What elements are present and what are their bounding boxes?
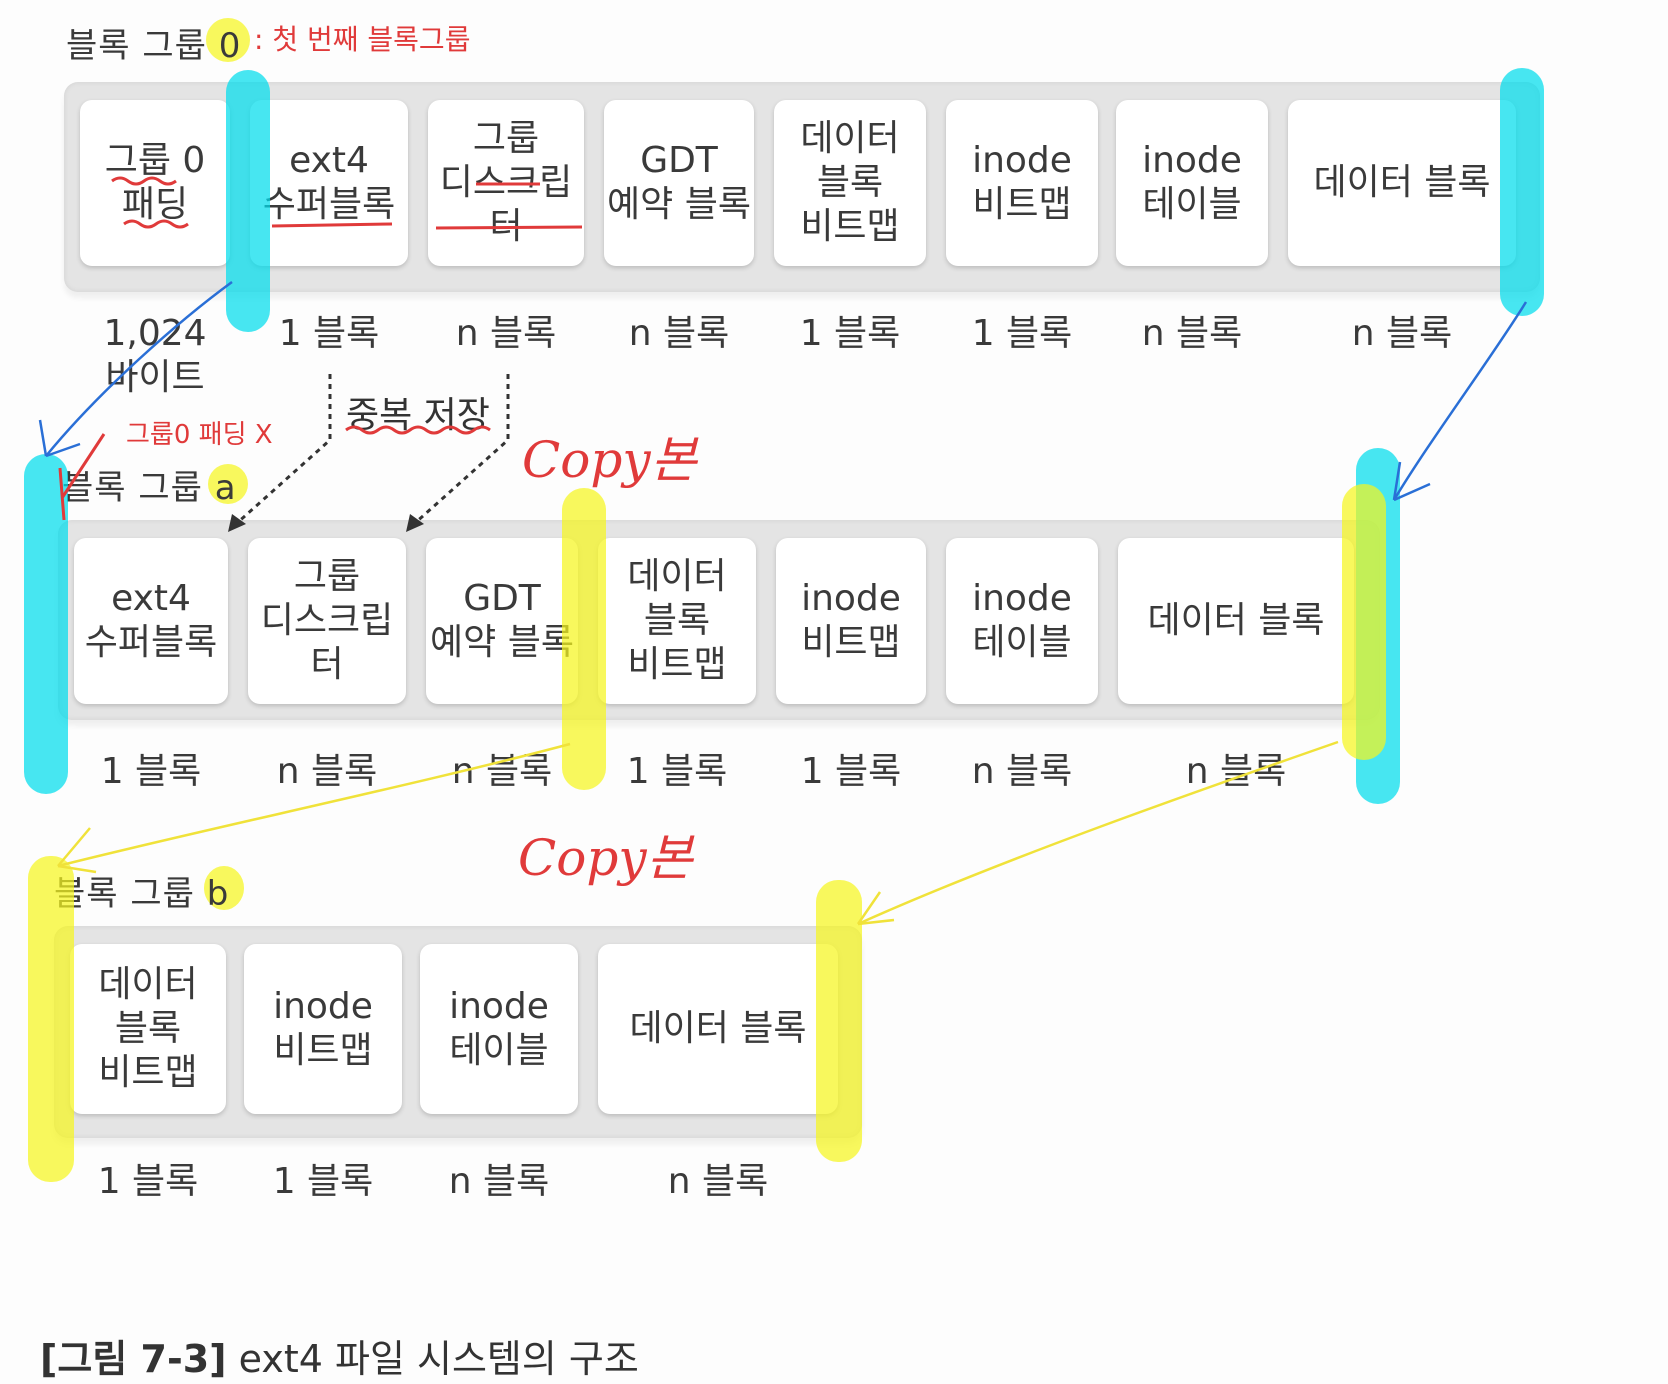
- groupa-block-superblock: ext4 수퍼블록: [74, 538, 228, 704]
- groupb-right-highlight: [816, 880, 862, 1162]
- groupa-size-data: n 블록: [1185, 751, 1287, 792]
- group0-number-highlight: [206, 18, 250, 62]
- group0-size-data: n 블록: [1351, 313, 1453, 354]
- group0-size-superblock: 1 블록: [278, 313, 380, 354]
- groupb-size-data-bitmap: 1 블록: [97, 1161, 199, 1202]
- group0-size-data-bitmap: 1 블록: [799, 313, 901, 354]
- groupb-size-inode-table: n 블록: [448, 1161, 550, 1202]
- groupb-left-highlight: [28, 856, 74, 1182]
- groupb-title-number: b: [206, 874, 230, 914]
- group0-block-inode-bitmap: inode 비트맵: [946, 100, 1098, 266]
- groupa-right-yellow-highlight: [1342, 484, 1386, 760]
- groupb-block-inode-table: inode 테이블: [420, 944, 578, 1114]
- groupa-block-gdt-reserved: GDT 예약 블록: [426, 538, 578, 704]
- groupb-block-data: 데이터 블록: [598, 944, 838, 1114]
- groupa-block-data: 데이터 블록: [1118, 538, 1354, 704]
- groupa-title-number: a: [214, 468, 237, 508]
- group0-size-group-descriptor: n 블록: [455, 313, 557, 354]
- groupa-size-data-bitmap: 1 블록: [626, 751, 728, 792]
- group0-block-data: 데이터 블록: [1288, 100, 1516, 266]
- group0-block-padding: 그룹 0 패딩: [80, 100, 230, 266]
- group0-size-inode-table: n 블록: [1141, 313, 1243, 354]
- groupa-size-gdt-reserved: n 블록: [451, 751, 553, 792]
- groupa-block-data-bitmap: 데이터 블록 비트맵: [598, 538, 756, 704]
- group0-block-gdt-reserved: GDT 예약 블록: [604, 100, 754, 266]
- first-group-note: : 첫 번째 블록그룹: [254, 23, 471, 56]
- group0-size-gdt-reserved: n 블록: [628, 313, 730, 354]
- group0-right-highlight: [1500, 68, 1544, 316]
- groupa-size-superblock: 1 블록: [100, 751, 202, 792]
- groupa-left-highlight: [24, 454, 68, 794]
- group0-block-inode-table: inode 테이블: [1116, 100, 1268, 266]
- groupb-block-inode-bitmap: inode 비트맵: [244, 944, 402, 1114]
- group0-block-superblock: ext4 수퍼블록: [250, 100, 408, 266]
- group0-block-data-bitmap: 데이터 블록 비트맵: [774, 100, 926, 266]
- groupa-size-group-descriptor: n 블록: [276, 751, 378, 792]
- groupa-size-inode-bitmap: 1 블록: [800, 751, 902, 792]
- group0-size-padding: 1,024 바이트: [103, 313, 207, 398]
- figure-number: [그림 7-3]: [40, 1337, 227, 1381]
- groupb-size-inode-bitmap: 1 블록: [272, 1161, 374, 1202]
- group0-block-group-descriptor: 그룹 디스크립터: [428, 100, 584, 266]
- no-padding-note: 그룹0 패딩 X: [126, 420, 273, 450]
- blue-arrow-left-head: [38, 419, 81, 458]
- yellow-arrow-right-head: [856, 891, 895, 926]
- groupa-mid-highlight: [562, 488, 606, 790]
- groupa-block-inode-table: inode 테이블: [946, 538, 1098, 704]
- figure-caption: [그림 7-3] ext4 파일 시스템의 구조: [40, 1328, 639, 1383]
- groupb-number-highlight: [204, 866, 244, 910]
- groupa-block-inode-bitmap: inode 비트맵: [776, 538, 926, 704]
- groupb-size-data: n 블록: [667, 1161, 769, 1202]
- groupa-title-prefix: 블록 그룹: [62, 468, 203, 508]
- groupb-block-data-bitmap: 데이터 블록 비트맵: [70, 944, 226, 1114]
- groupb-title: 블록 그룹 b: [54, 866, 229, 915]
- copy-note-b: Copy본: [518, 829, 693, 887]
- groupa-size-inode-table: n 블록: [971, 751, 1073, 792]
- groupa-block-group-descriptor: 그룹 디스크립터: [248, 538, 406, 704]
- group0-left-highlight: [226, 70, 270, 332]
- group0-title: 블록 그룹 0: [66, 18, 241, 67]
- group0-title-prefix: 블록 그룹: [66, 26, 207, 66]
- copy-note-a: Copy본: [522, 431, 697, 489]
- group0-size-inode-bitmap: 1 블록: [971, 313, 1073, 354]
- group0-title-number: 0: [218, 26, 242, 66]
- figure-title: ext4 파일 시스템의 구조: [238, 1337, 639, 1381]
- duplicate-storage-label: 중복 저장: [340, 386, 496, 438]
- groupb-title-prefix: 블록 그룹: [54, 874, 195, 914]
